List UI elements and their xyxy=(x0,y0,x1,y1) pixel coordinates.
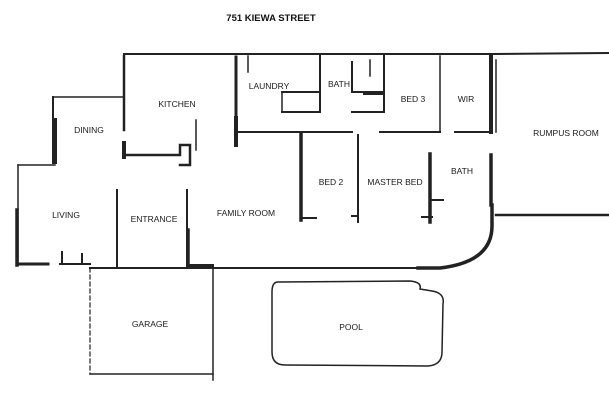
pool-outline xyxy=(271,280,445,367)
room-label-bed3: BED 3 xyxy=(401,94,426,104)
room-label-entrance: ENTRANCE xyxy=(131,214,178,224)
room-label-kitchen: KITCHEN xyxy=(158,99,195,109)
room-label-laundry: LAUNDRY xyxy=(249,81,290,91)
plan-title: 751 KIEWA STREET xyxy=(226,13,316,24)
top-wall xyxy=(123,51,609,58)
room-label-bath: BATH xyxy=(328,79,350,89)
curved-wall xyxy=(416,203,494,270)
room-label-living: LIVING xyxy=(52,210,80,220)
room-label-dining: DINING xyxy=(74,125,104,135)
room-label-master-bed: MASTER BED xyxy=(367,177,422,187)
room-label-rumpus: RUMPUS ROOM xyxy=(533,128,599,138)
bath-inner-wall xyxy=(351,61,385,93)
room-label-family-room: FAMILY ROOM xyxy=(217,208,275,218)
bath-inner-box xyxy=(351,93,385,113)
kitchen-bench xyxy=(122,143,192,167)
room-label-bed2: BED 2 xyxy=(319,177,344,187)
plan-walls xyxy=(15,51,609,381)
room-label-ensuite-bath: BATH xyxy=(451,166,473,176)
room-label-wir: WIR xyxy=(458,94,475,104)
room-label-pool: POOL xyxy=(339,322,363,332)
room-label-garage: GARAGE xyxy=(132,319,169,329)
